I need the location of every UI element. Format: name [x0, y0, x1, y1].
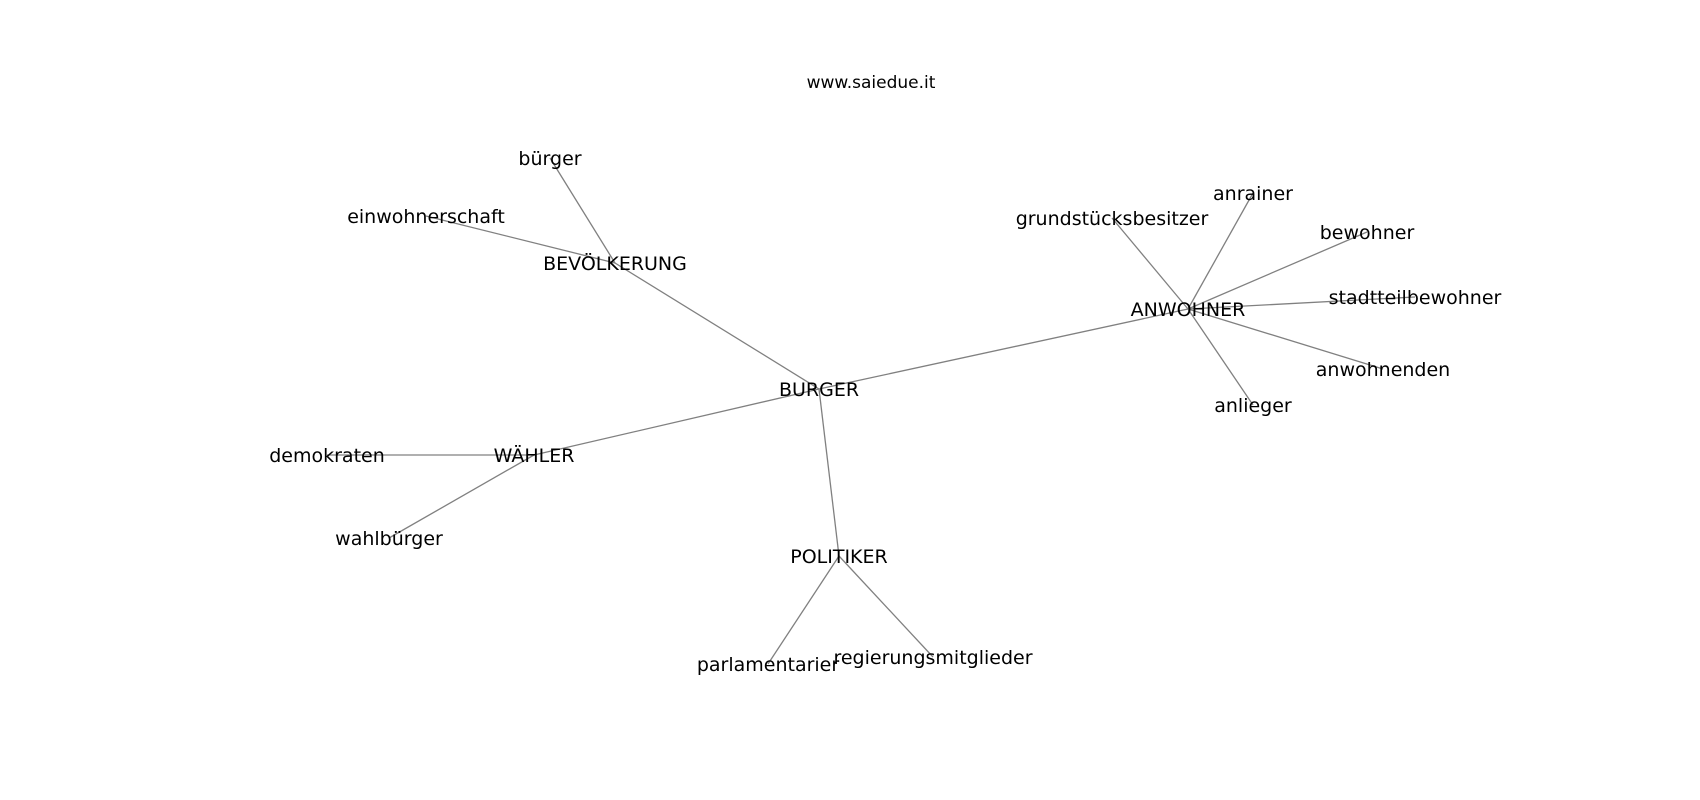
node-label-bevoelkerung: BEVÖLKERUNG — [543, 252, 687, 275]
edge-anwohner-anlieger — [1187, 308, 1254, 406]
edge-burger-politiker — [818, 388, 840, 557]
node-label-stadtteilbewohner: stadtteilbewohner — [1329, 287, 1502, 309]
edge-burger-waehler — [533, 388, 820, 456]
node-label-anwohnenden: anwohnenden — [1316, 359, 1450, 381]
node-label-parlamentarier: parlamentarier — [697, 654, 840, 676]
node-label-wahlbuerger: wahlbürger — [335, 528, 443, 550]
edge-bevoelkerung-buerger — [549, 157, 616, 264]
edge-anwohner-anwohnenden — [1187, 308, 1384, 370]
edge-burger-bevoelkerung — [614, 262, 820, 390]
edge-anwohner-anrainer — [1187, 192, 1254, 310]
node-label-bewohner: bewohner — [1320, 222, 1415, 244]
edge-politiker-parlamentarier — [767, 555, 840, 665]
node-label-regierungsmitglieder: regierungsmitglieder — [833, 647, 1032, 669]
edge-anwohner-bewohner — [1187, 231, 1368, 310]
watermark-text: www.saiedue.it — [807, 73, 936, 93]
node-label-buerger: bürger — [518, 148, 581, 170]
edge-bevoelkerung-einwohnerschaft — [425, 215, 616, 264]
graph-edges — [327, 157, 1416, 665]
edge-burger-anwohner — [818, 308, 1189, 390]
edge-anwohner-stadtteilbewohner — [1187, 296, 1416, 310]
node-label-anlieger: anlieger — [1214, 395, 1292, 417]
node-label-anwohner: ANWOHNER — [1131, 299, 1246, 321]
edge-waehler-wahlbuerger — [388, 454, 535, 539]
node-label-demokraten: demokraten — [269, 445, 385, 467]
node-label-politiker: POLITIKER — [790, 546, 887, 568]
node-label-grundstuecksbesitzer: grundstücksbesitzer — [1016, 208, 1209, 230]
node-label-einwohnerschaft: einwohnerschaft — [347, 206, 505, 228]
node-label-burger: BURGER — [779, 379, 859, 401]
node-label-waehler: WÄHLER — [494, 444, 575, 467]
graph-labels: BURGER BEVÖLKERUNG ANWOHNER WÄHLER POLITIKER… — [269, 148, 1501, 676]
edge-politiker-regierungsmitglieder — [838, 555, 934, 658]
edge-anwohner-grundstuecksbesitzer — [1111, 217, 1189, 310]
node-label-anrainer: anrainer — [1213, 183, 1293, 205]
